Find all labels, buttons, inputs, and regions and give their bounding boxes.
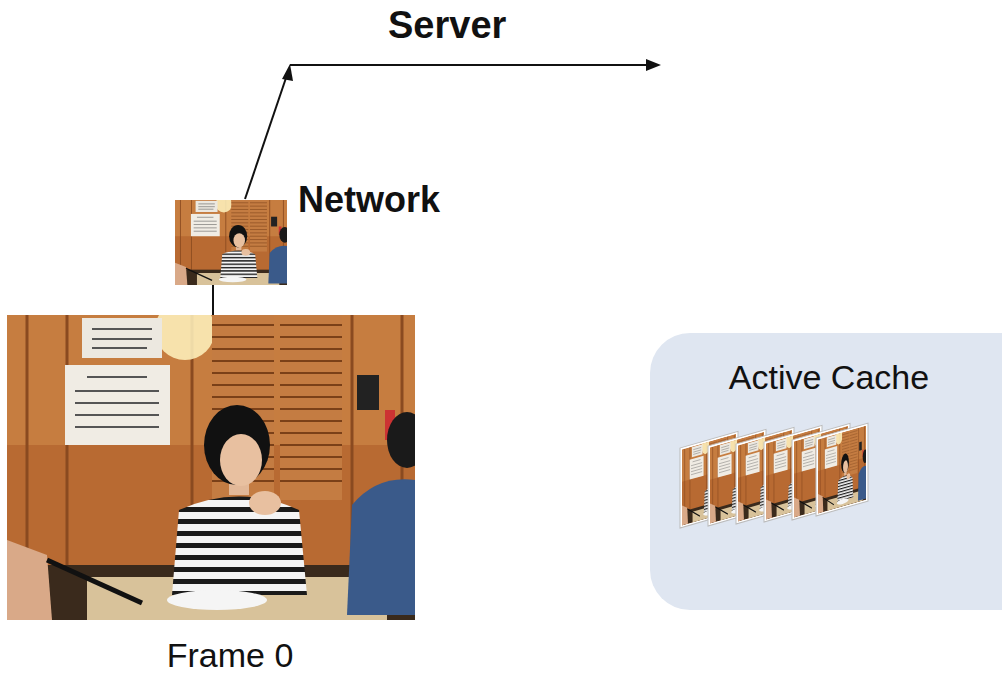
cache-box [650, 333, 1002, 610]
thumbnail-photo [175, 196, 290, 285]
frame-photo [7, 300, 427, 620]
cache-node: Active Cache [650, 333, 1002, 610]
server-label: Server [388, 5, 506, 47]
connector-line [212, 285, 214, 315]
server-line [290, 64, 648, 66]
arrow-head [646, 59, 661, 71]
frame-node: Frame 0 [7, 315, 415, 673]
frame-stack [680, 421, 868, 528]
uplink-line [245, 72, 288, 199]
network-node: Network [175, 178, 448, 285]
node-text: Frame 0 [7, 637, 415, 674]
arrow-head [282, 64, 293, 81]
node-text: Network [298, 180, 440, 220]
node-text: Active Cache [650, 359, 1002, 396]
